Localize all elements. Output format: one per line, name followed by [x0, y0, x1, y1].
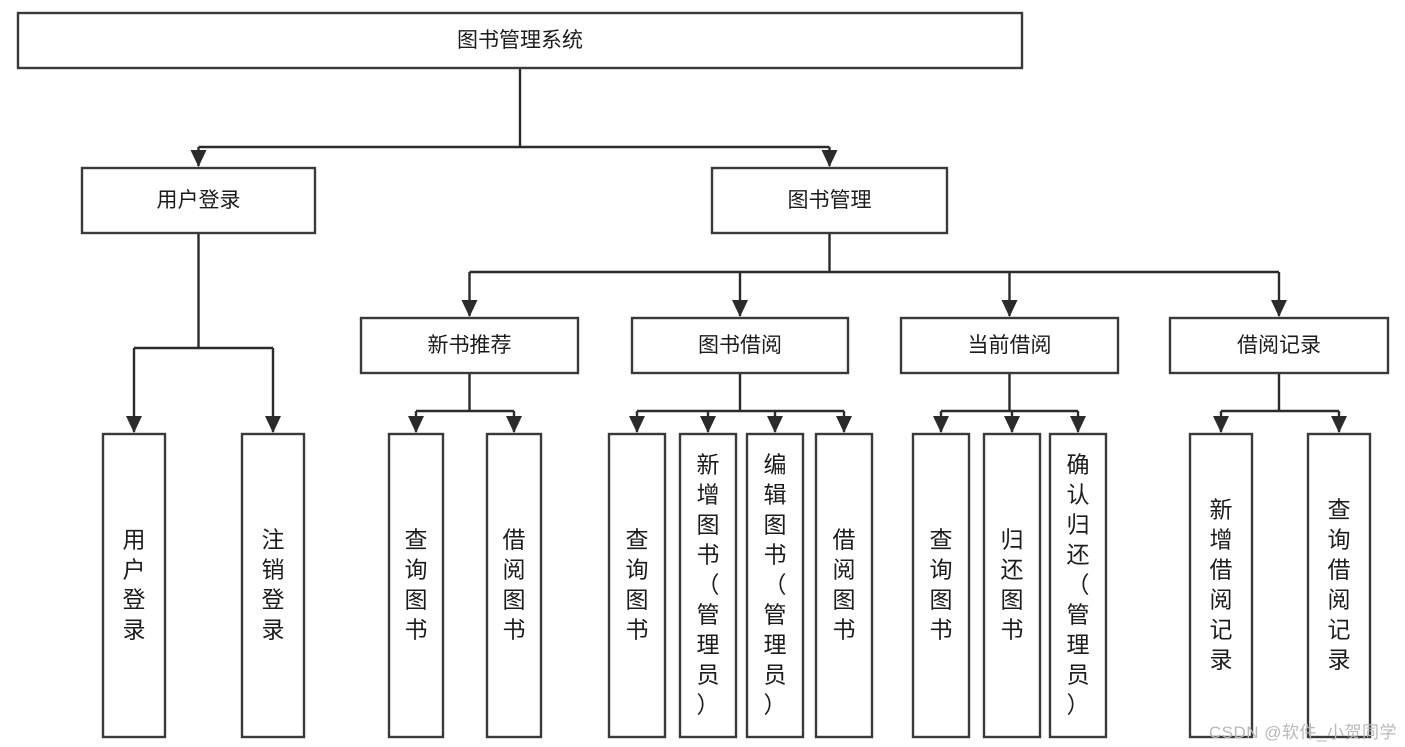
leaf-node-10-label: 确认归还（管理员）: [1067, 452, 1090, 718]
leaf-node-0-label: 用户登录: [123, 527, 146, 643]
arrow-head-icon: [265, 416, 281, 433]
level3-node-1[interactable]: 图书借阅: [630, 316, 850, 375]
root-node-label: 图书管理系统: [457, 29, 583, 52]
leaf-node-5-label: 新增图书（管理员）: [697, 452, 720, 718]
level3-node-0-label: 新书推荐: [428, 334, 512, 357]
level2-node-0-rect[interactable]: [80, 166, 317, 235]
arrow-head-icon: [1331, 416, 1347, 433]
arrow-head-icon: [700, 416, 716, 433]
level3-node-1-label: 图书借阅: [698, 334, 782, 357]
leaf-node-7[interactable]: 借阅图书: [814, 432, 874, 739]
arrow-head-icon: [821, 150, 838, 167]
leaf-node-10[interactable]: 确认归还（管理员）: [1048, 432, 1108, 739]
leaf-node-6[interactable]: 编辑图书（管理员）: [745, 432, 805, 739]
leaf-node-9-rect[interactable]: [982, 432, 1042, 739]
leaf-node-1[interactable]: 注销登录: [240, 432, 306, 739]
leaf-node-0[interactable]: 用户登录: [101, 432, 167, 739]
leaf-node-8-label: 查询图书: [930, 527, 953, 643]
arrow-head-icon: [461, 300, 478, 317]
level3-node-2-label: 当前借阅: [968, 334, 1052, 357]
leaf-node-8-rect[interactable]: [911, 432, 971, 739]
arrow-head-icon: [1271, 300, 1287, 317]
arrow-head-icon: [1070, 416, 1086, 433]
level3-node-2[interactable]: 当前借阅: [899, 316, 1120, 375]
leaf-node-4-label: 查询图书: [626, 527, 649, 643]
root-node[interactable]: 图书管理系统: [16, 11, 1024, 70]
arrow-head-icon: [767, 416, 783, 433]
leaf-node-11[interactable]: 新增借阅记录: [1188, 432, 1254, 739]
leaf-node-11-label: 新增借阅记录: [1210, 497, 1233, 673]
level2-node-1-rect[interactable]: [710, 166, 949, 235]
leaf-node-7-label: 借阅图书: [833, 527, 856, 643]
level3-node-2-rect[interactable]: [899, 316, 1120, 375]
leaf-node-5[interactable]: 新增图书（管理员）: [678, 432, 738, 739]
level2-node-1[interactable]: 图书管理: [710, 166, 949, 235]
leaf-node-9-label: 归还图书: [1001, 527, 1024, 643]
arrow-head-icon: [629, 416, 645, 433]
leaf-node-8[interactable]: 查询图书: [911, 432, 971, 739]
level2-node-0-label: 用户登录: [157, 189, 241, 212]
connector-layer: [126, 68, 1347, 433]
leaf-node-12[interactable]: 查询借阅记录: [1306, 432, 1372, 739]
arrow-head-icon: [408, 416, 424, 433]
arrow-head-icon: [190, 150, 207, 167]
leaf-node-6-label: 编辑图书（管理员）: [764, 452, 787, 718]
level3-node-3-rect[interactable]: [1168, 316, 1390, 375]
arrow-head-icon: [1213, 416, 1229, 433]
leaf-node-9[interactable]: 归还图书: [982, 432, 1042, 739]
level3-node-0[interactable]: 新书推荐: [359, 316, 580, 375]
node-layer: 图书管理系统用户登录图书管理新书推荐图书借阅当前借阅借阅记录用户登录注销登录查询…: [16, 11, 1390, 739]
leaf-node-3[interactable]: 借阅图书: [485, 432, 543, 739]
leaf-node-1-rect[interactable]: [240, 432, 306, 739]
leaf-node-4-rect[interactable]: [607, 432, 667, 739]
leaf-node-2-rect[interactable]: [387, 432, 445, 739]
leaf-node-12-label: 查询借阅记录: [1328, 497, 1351, 673]
leaf-node-5-rect[interactable]: [678, 432, 738, 739]
leaf-node-3-label: 借阅图书: [503, 527, 526, 643]
arrow-head-icon: [836, 416, 852, 433]
leaf-node-2[interactable]: 查询图书: [387, 432, 445, 739]
leaf-node-6-rect[interactable]: [745, 432, 805, 739]
leaf-node-0-rect[interactable]: [101, 432, 167, 739]
root-node-rect[interactable]: [16, 11, 1024, 70]
arrow-head-icon: [126, 416, 142, 433]
leaf-node-11-rect[interactable]: [1188, 432, 1254, 739]
arrow-head-icon: [732, 300, 748, 317]
leaf-node-2-label: 查询图书: [405, 527, 428, 643]
level2-node-0[interactable]: 用户登录: [80, 166, 317, 235]
level3-node-3-label: 借阅记录: [1237, 334, 1321, 357]
level3-node-0-rect[interactable]: [359, 316, 580, 375]
leaf-node-1-label: 注销登录: [262, 527, 285, 643]
arrow-head-icon: [933, 416, 949, 433]
leaf-node-7-rect[interactable]: [814, 432, 874, 739]
arrow-head-icon: [1004, 416, 1020, 433]
leaf-node-12-rect[interactable]: [1306, 432, 1372, 739]
level2-node-1-label: 图书管理: [788, 189, 872, 212]
level3-node-3[interactable]: 借阅记录: [1168, 316, 1390, 375]
leaf-node-3-rect[interactable]: [485, 432, 543, 739]
arrow-head-icon: [506, 416, 522, 433]
leaf-node-4[interactable]: 查询图书: [607, 432, 667, 739]
level3-node-1-rect[interactable]: [630, 316, 850, 375]
arrow-head-icon: [1001, 300, 1018, 317]
leaf-node-10-rect[interactable]: [1048, 432, 1108, 739]
